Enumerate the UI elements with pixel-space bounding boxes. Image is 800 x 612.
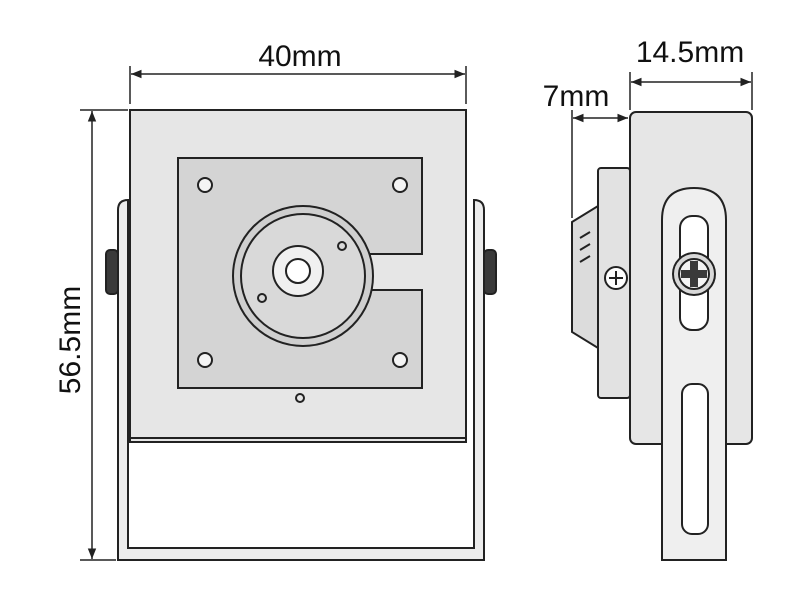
lens-glass: [285, 258, 311, 284]
height-dimension: [80, 109, 128, 561]
lens-thread: [579, 231, 591, 239]
screw-hole: [392, 177, 408, 193]
screw-hole: [392, 352, 408, 368]
lens-housing: [571, 204, 599, 350]
depth-dimension: [629, 72, 753, 110]
lens-pin: [337, 241, 347, 251]
bracket-knob-left: [105, 249, 119, 295]
lower-slot: [681, 383, 709, 535]
lens-thread: [579, 255, 591, 263]
height-label: 56.5mm: [54, 286, 87, 394]
indicator-hole: [295, 393, 305, 403]
width-dimension: [129, 66, 467, 104]
mounting-bracket: [117, 198, 485, 561]
lens-depth-dimension: [571, 110, 628, 218]
lens-pin: [257, 293, 267, 303]
lens-depth-label: 7mm: [543, 80, 610, 113]
lens-thread: [579, 243, 591, 251]
screw-hole: [197, 352, 213, 368]
front-view: [105, 109, 497, 561]
screw-hole: [197, 177, 213, 193]
width-label: 40mm: [258, 40, 341, 73]
side-view: [571, 111, 753, 561]
depth-label: 14.5mm: [636, 36, 744, 69]
bracket-knob-right: [483, 249, 497, 295]
